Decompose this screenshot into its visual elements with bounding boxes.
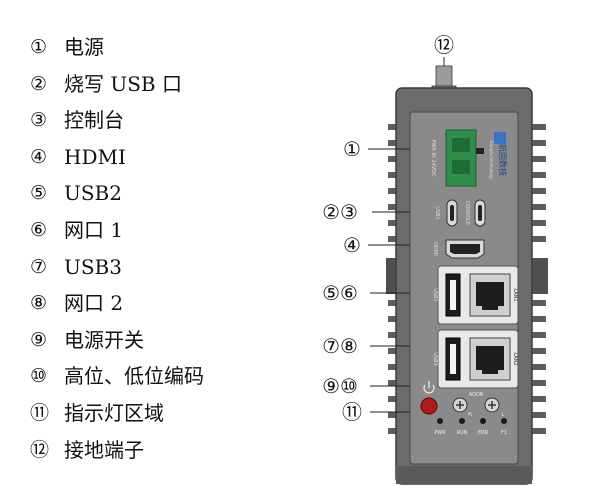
brand-logo-text: 航固数技: [498, 144, 508, 176]
indicator-leds: [437, 418, 507, 424]
usb-c-port-console: [474, 199, 486, 227]
led-pwr: [437, 418, 443, 424]
legend-item-usb3: ⑦ USB3: [30, 249, 290, 286]
legend-label: 电源开关: [64, 327, 144, 352]
legend-item-indicator-area: ⑪ 指示灯区域: [30, 395, 290, 432]
lan1-label: LAN1: [512, 288, 518, 301]
led-pwr-label: PWR: [434, 430, 446, 436]
usb3-label: USB3: [432, 352, 438, 365]
callout-12: ⑫: [434, 33, 454, 57]
callout-9-10: ⑨⑩: [322, 374, 358, 398]
legend-number: ⑧: [30, 292, 48, 315]
callout-lines: [368, 57, 445, 413]
legend-item-lan1: ⑥ 网口 1: [30, 212, 290, 249]
legend-number: ⑩: [30, 365, 48, 388]
led-run: [459, 418, 465, 424]
device-base: [396, 466, 532, 484]
legend-label: 电源: [64, 35, 104, 59]
address-switch-low[interactable]: [484, 397, 500, 413]
power-icon: [423, 381, 435, 394]
led-err: [480, 418, 486, 424]
legend-label: 网口 2: [64, 291, 124, 316]
led-f1: [501, 418, 507, 424]
callout-1: ①: [343, 137, 361, 161]
callout-7-8: ⑦⑧: [322, 334, 358, 358]
led-run-label: RUN: [457, 430, 468, 436]
usb3-port: [445, 337, 461, 381]
legend-label: 高位、低位编码: [64, 364, 204, 389]
legend-item-burn-usb: ② 烧写 USB 口: [30, 66, 290, 103]
callout-11: ⑪: [342, 400, 362, 424]
callout-4: ④: [343, 233, 361, 257]
led-f1-label: F1: [501, 430, 507, 436]
device-illustration: PWR IN 24VDC 航固数技 Hangda technology USB1…: [322, 33, 548, 485]
legend-number: ⑤: [30, 182, 48, 205]
power-terminal: [445, 129, 484, 187]
addr-label: ADDR: [469, 392, 484, 398]
legend-number: ④: [30, 145, 48, 168]
power-terminal-label: PWR IN 24VDC: [430, 140, 436, 177]
legend-list: ① 电源 ② 烧写 USB 口 ③ 控制台 ④ HDMI ⑤ USB2 ⑥ 网口 1 ⑦ US…: [30, 29, 290, 468]
usb2-label: USB2: [432, 288, 438, 301]
legend-label: 网口 1: [64, 217, 124, 242]
legend-item-hdmi: ④ HDMI: [30, 139, 290, 176]
usb1-label: USB1: [434, 206, 440, 219]
legend-item-address-code: ⑩ 高位、低位编码: [30, 358, 290, 395]
usb-c-port-burn: [446, 199, 458, 227]
legend-number: ⑦: [30, 255, 48, 278]
legend-number: ⑨: [30, 328, 48, 351]
power-button[interactable]: [420, 397, 438, 415]
legend-label: 烧写 USB 口: [64, 71, 182, 96]
brand-logo-subtext: Hangda technology: [489, 140, 494, 180]
side-bracket-right: [532, 258, 548, 294]
legend-item-lan2: ⑧ 网口 2: [30, 285, 290, 322]
callout-5-6: ⑤⑥: [322, 281, 358, 305]
addr-low-label: L: [502, 412, 505, 418]
legend-item-usb2: ⑤ USB2: [30, 175, 290, 212]
legend-number: ②: [30, 72, 48, 95]
legend-item-power: ① 电源: [30, 29, 290, 66]
legend-number: ③: [30, 109, 48, 132]
heatsink-fins-left: [388, 124, 402, 434]
addr-high-label: H: [468, 412, 472, 418]
hdmi-label: HDMI: [432, 242, 438, 255]
legend-number: ⑥: [30, 218, 48, 241]
legend-label: HDMI: [64, 144, 126, 169]
legend-number: ⑫: [30, 438, 50, 461]
lan1-port: [469, 273, 511, 317]
callout-2-3: ②③: [322, 200, 358, 224]
hdmi-port: [445, 239, 485, 259]
console-label: CONSOLE: [464, 201, 470, 225]
legend-label: USB3: [64, 254, 122, 279]
legend-label: USB2: [64, 181, 122, 206]
legend-item-ground-terminal: ⑫ 接地端子: [30, 432, 290, 469]
address-switch-high[interactable]: [452, 397, 468, 413]
legend-item-console: ③ 控制台: [30, 102, 290, 139]
legend-label: 指示灯区域: [64, 400, 164, 425]
legend-item-power-switch: ⑨ 电源开关: [30, 322, 290, 359]
lan2-label: LAN2: [512, 352, 518, 365]
heatsink-fins-right: [530, 124, 546, 434]
led-err-label: ERR: [478, 430, 489, 436]
legend-label: 控制台: [64, 108, 124, 133]
lan2-port: [469, 337, 511, 381]
usb2-port: [445, 273, 461, 317]
brand-logo: [494, 132, 506, 144]
legend-number: ①: [30, 36, 48, 58]
legend-label: 接地端子: [64, 437, 144, 462]
legend-number: ⑪: [30, 401, 50, 424]
